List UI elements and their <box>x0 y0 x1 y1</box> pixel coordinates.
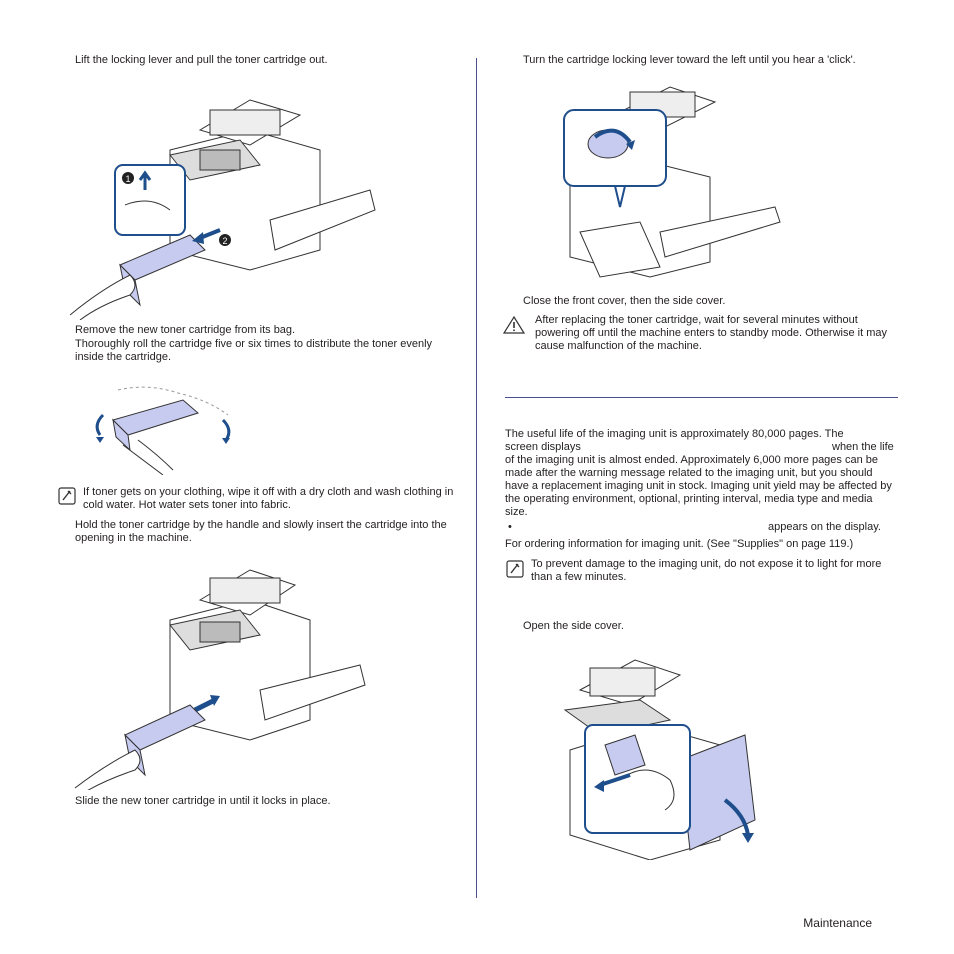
bullet-mark: • <box>508 521 512 533</box>
step-lift-lever: Lift the locking lever and pull the tone… <box>75 54 328 66</box>
note-icon <box>58 487 76 505</box>
bullet-display-text: appears on the display. <box>768 521 881 533</box>
footer-section: Maintenance <box>803 916 872 930</box>
step-open-side: Open the side cover. <box>523 620 624 632</box>
callout-1: 1 <box>125 174 130 184</box>
note-icon <box>506 560 524 578</box>
note-clothing: If toner gets on your clothing, wipe it … <box>83 486 454 511</box>
callout-2: 2 <box>222 236 227 246</box>
life-paragraph: of the imaging unit is almost ended. App… <box>505 454 892 518</box>
note-light: To prevent damage to the imaging unit, d… <box>531 558 882 583</box>
column-divider <box>476 58 477 898</box>
warning-icon <box>503 316 525 334</box>
step-roll: Thoroughly roll the cartridge five or si… <box>75 338 433 363</box>
step-slide: Slide the new toner cartridge in until i… <box>75 795 331 807</box>
figure-shake-cartridge <box>95 386 231 475</box>
step-turn-lever: Turn the cartridge locking lever toward … <box>523 54 856 66</box>
life-line-2a: screen displays <box>505 441 581 453</box>
figure-lock-lever <box>563 86 781 278</box>
step-close-covers: Close the front cover, then the side cov… <box>523 295 726 307</box>
step-remove-new: Remove the new toner cartridge from its … <box>75 324 296 336</box>
life-line-1: The useful life of the imaging unit is a… <box>505 428 844 440</box>
figure-open-side-cover <box>563 659 756 860</box>
step-hold: Hold the toner cartridge by the handle a… <box>75 519 447 544</box>
life-line-2b: when the life <box>832 441 894 453</box>
caution-standby: After replacing the toner cartridge, wai… <box>535 314 887 352</box>
figure-remove-cartridge: 1 2 <box>70 99 376 320</box>
section-rule <box>505 397 898 398</box>
figure-insert-cartridge <box>74 569 366 790</box>
ordering-info: For ordering information for imaging uni… <box>505 538 854 550</box>
